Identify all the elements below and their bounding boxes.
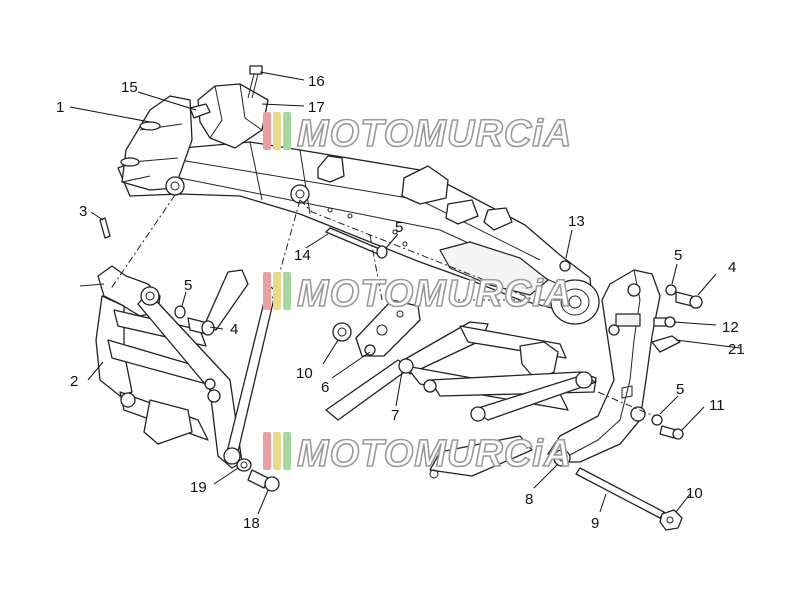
bolt-16 — [247, 65, 263, 99]
washer-5-right-low — [651, 414, 663, 426]
rear-plate-8 — [547, 269, 661, 467]
clip-21 — [651, 335, 681, 353]
bushing-10-center — [332, 322, 352, 342]
callout-1: 1 — [56, 99, 64, 116]
assembly-lines — [109, 194, 655, 417]
watermark-bottom: MOTOMURCiA — [263, 432, 572, 476]
callout-10-center: 10 — [296, 365, 313, 382]
bolt-18 — [247, 469, 280, 492]
callout-5-left: 5 — [184, 277, 192, 294]
bolt-4-right — [675, 291, 703, 309]
watermark-stripe — [263, 432, 271, 470]
callout-4-left: 4 — [230, 321, 238, 338]
watermark-top: MOTOMURCiA — [263, 112, 572, 156]
callout-8: 8 — [525, 491, 533, 508]
callout-18: 18 — [243, 515, 260, 532]
watermark-text: MOTOMURCiA — [297, 273, 572, 315]
watermark-stripe — [283, 272, 291, 310]
callout-15: 15 — [121, 79, 138, 96]
callout-11: 11 — [709, 397, 725, 414]
watermark-middle: MOTOMURCiA — [263, 272, 572, 316]
callout-3: 3 — [79, 203, 87, 220]
watermark-stripe — [283, 432, 291, 470]
watermark-text: MOTOMURCiA — [297, 113, 572, 155]
callout-5-center: 5 — [395, 219, 403, 236]
watermark-text: MOTOMURCiA — [297, 433, 572, 475]
callout-21: 21 — [728, 341, 745, 358]
watermark-stripe — [263, 112, 271, 150]
callout-7: 7 — [391, 407, 399, 424]
washer-5-right-top — [665, 284, 677, 296]
callouts: 1 2 3 4 4 5 5 5 5 6 7 8 9 10 10 11 12 13… — [56, 73, 745, 532]
callout-19: 19 — [190, 479, 207, 496]
spacer-15 — [189, 103, 211, 119]
callout-13: 13 — [568, 213, 585, 230]
nut-10-right — [659, 509, 683, 531]
callout-12: 12 — [722, 319, 739, 336]
bolt-11 — [659, 425, 684, 440]
callout-9: 9 — [591, 515, 599, 532]
bolt-14 — [325, 227, 388, 259]
callout-5-right-top: 5 — [674, 247, 682, 264]
bracket-6 — [355, 299, 421, 357]
callout-5-right-low: 5 — [676, 381, 684, 398]
watermark-stripe — [273, 112, 281, 150]
callout-17: 17 — [308, 99, 325, 116]
pin-3 — [99, 217, 111, 239]
watermark-stripe — [283, 112, 291, 150]
front-subframe — [79, 265, 277, 469]
callout-2: 2 — [70, 373, 78, 390]
watermark-stripe — [273, 272, 281, 310]
washer-5-left — [174, 305, 186, 319]
watermark-stripe — [263, 272, 271, 310]
leader-lines — [69, 71, 741, 515]
callout-6: 6 — [321, 379, 329, 396]
callout-10-right: 10 — [686, 485, 703, 502]
long-bolt-9 — [575, 467, 665, 519]
link-rod-7 — [325, 321, 597, 479]
watermark-stripe — [273, 432, 281, 470]
callout-16: 16 — [308, 73, 325, 90]
callout-14: 14 — [294, 247, 311, 264]
main-frame-beam — [117, 83, 600, 325]
callout-4-right: 4 — [728, 259, 736, 276]
bolt-12 — [653, 316, 676, 328]
washer-19 — [236, 458, 252, 472]
